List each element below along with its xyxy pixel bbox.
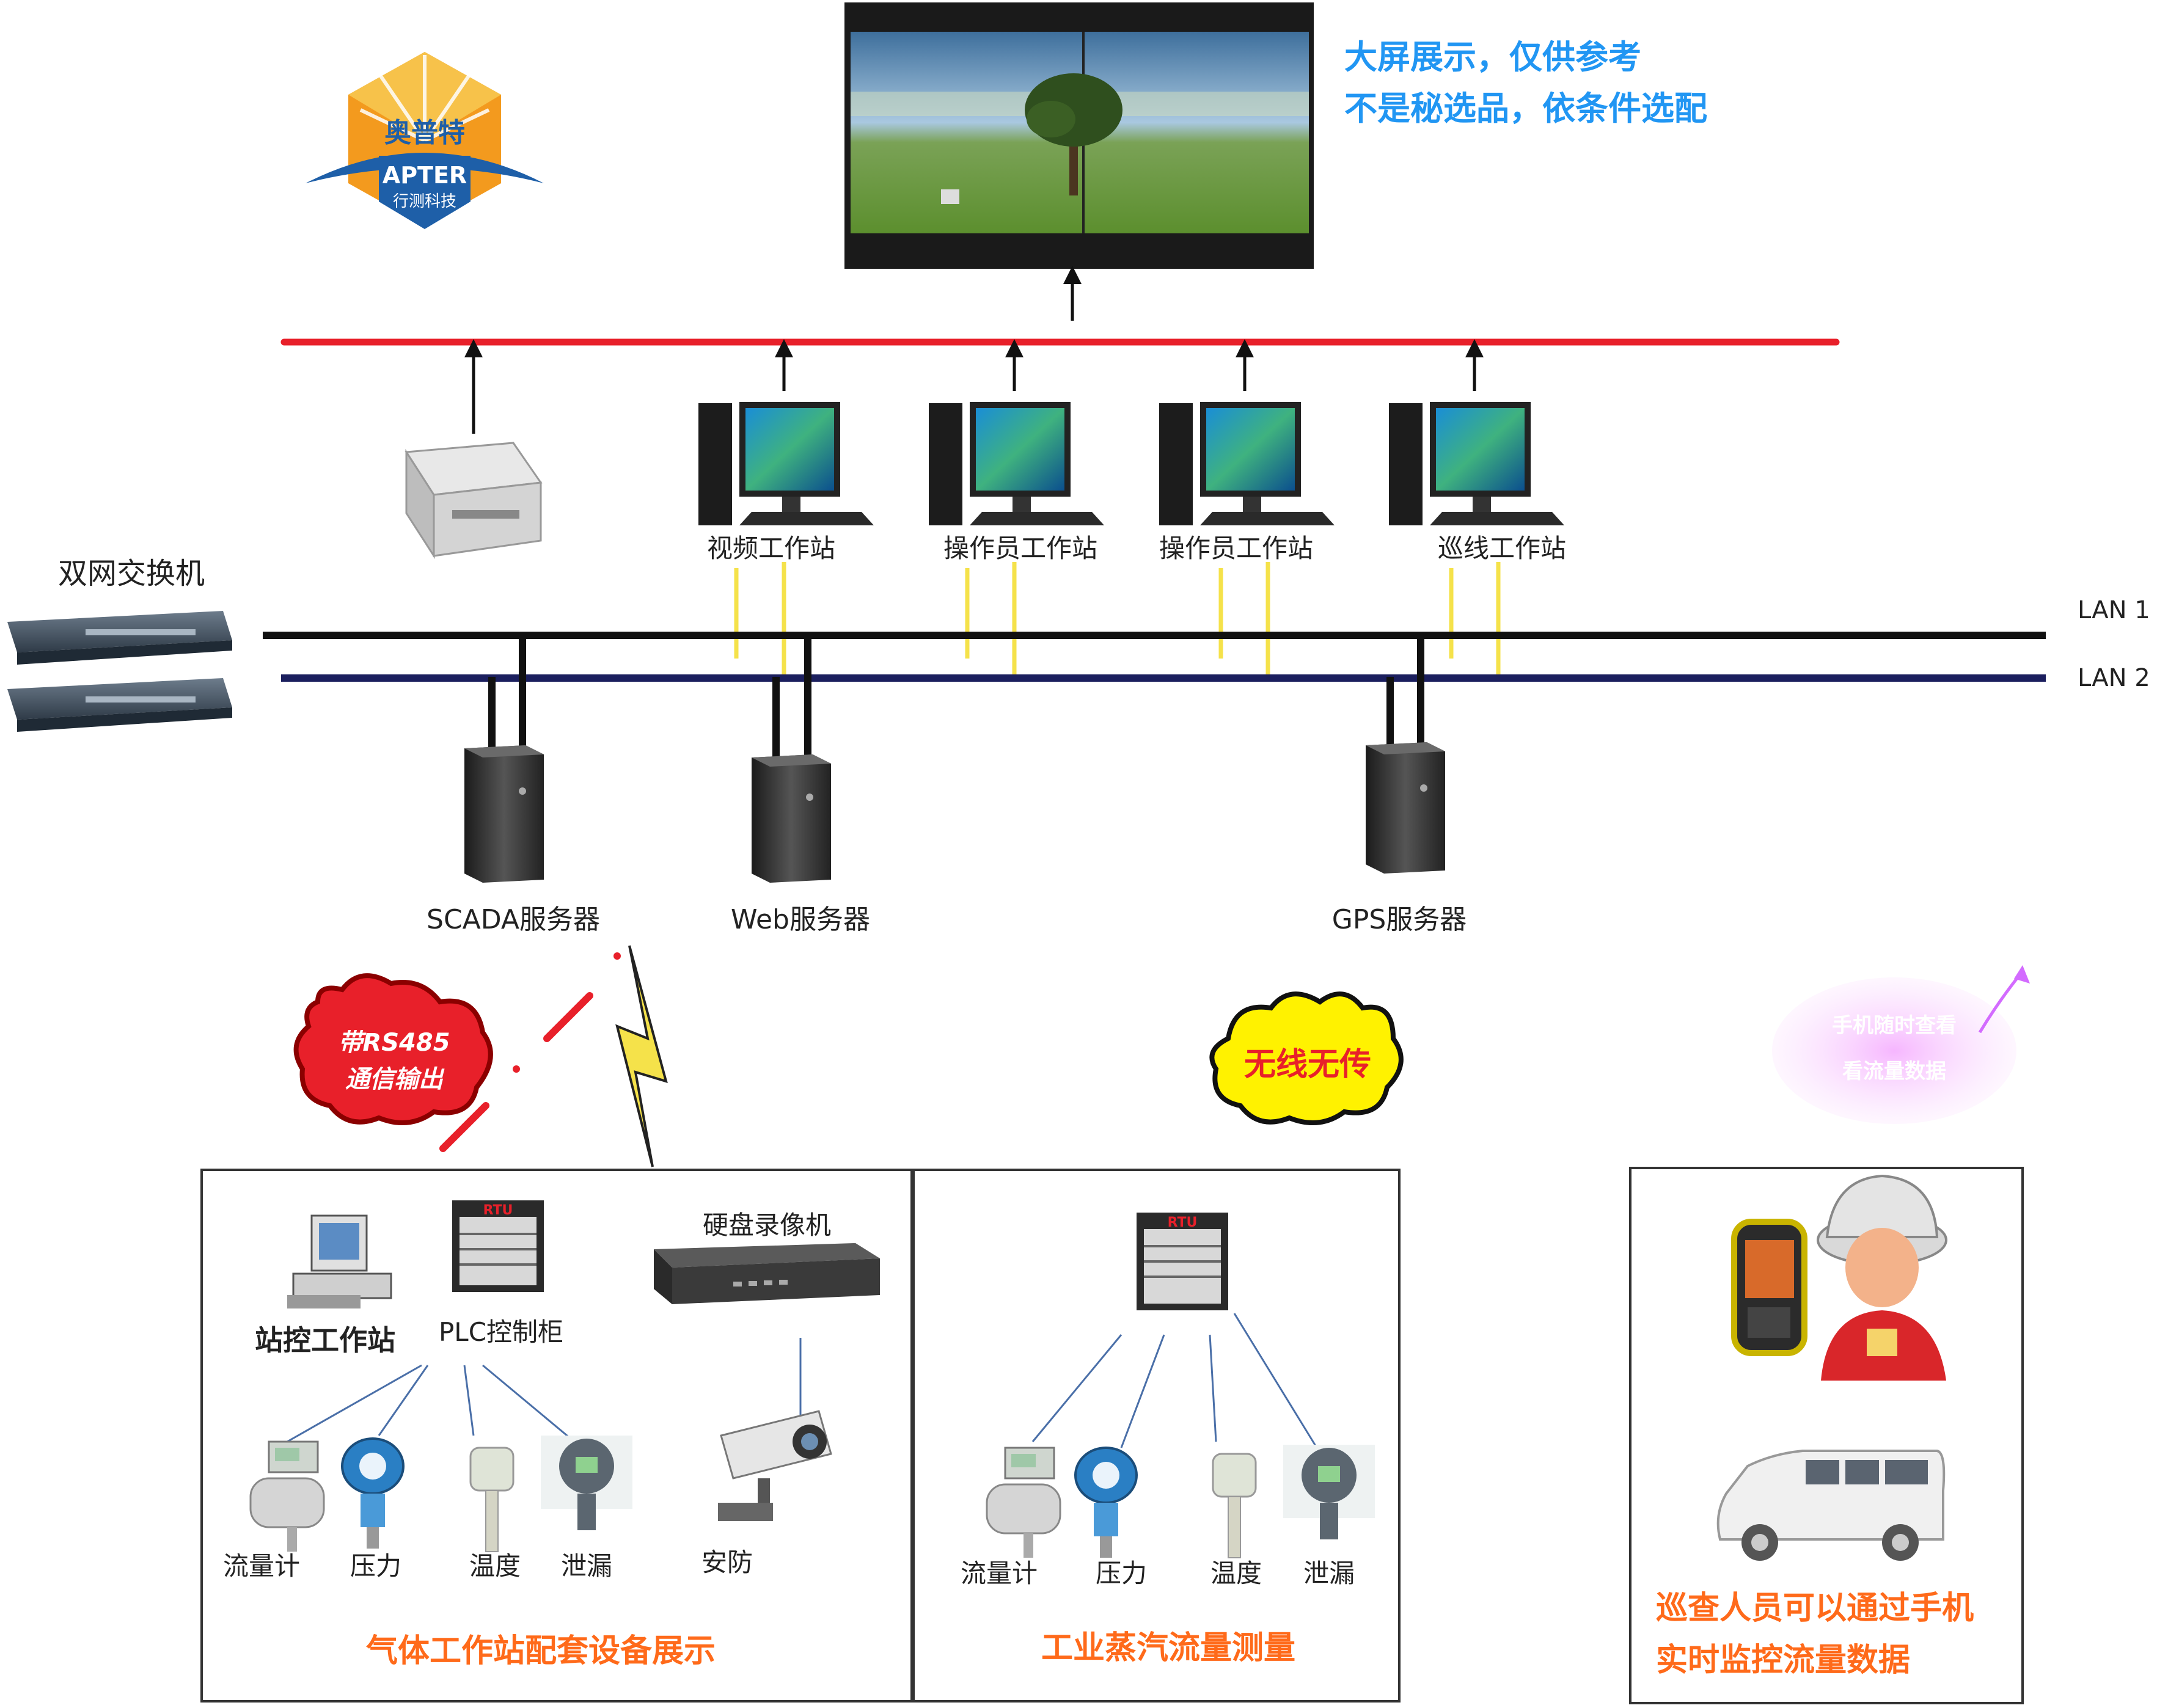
steam-temperature-sensor-icon — [1212, 1453, 1257, 1558]
station-label: 站控工作站 — [255, 1324, 395, 1357]
steam-leak-detector-icon — [1283, 1445, 1375, 1539]
screen-note-line1: 大屏展示，仅供参考 — [1344, 38, 1641, 76]
steam-pressure-transmitter-icon — [1074, 1447, 1138, 1558]
workstation-label: 操作员工作站 — [943, 533, 1097, 563]
server-label: SCADA服务器 — [427, 904, 600, 935]
steam-panel-caption: 工业蒸汽流量测量 — [1041, 1630, 1295, 1666]
steam-rtu-tag: RTU — [1168, 1215, 1198, 1230]
workstation-label: 视频工作站 — [707, 533, 835, 563]
plc-label: PLC控制柜 — [439, 1317, 563, 1347]
rs485-dashed-link — [439, 952, 621, 1152]
rs485-cloud: 带RS485 通信输出 — [293, 973, 493, 1125]
steam-panel-connectors — [1031, 1313, 1318, 1448]
workstation-links — [734, 562, 1501, 678]
rs485-line2: 通信输出 — [345, 1065, 445, 1093]
workstation-3: 操作员工作站 — [1159, 402, 1335, 563]
video-wall-screen — [844, 2, 1314, 269]
plc-rtu-cabinet-icon: RTU — [452, 1200, 544, 1292]
steam-sensor-label: 泄漏 — [1303, 1558, 1355, 1588]
phone-view-bubble: 手机随时查看 看流量数据 — [1772, 965, 2030, 1124]
security-camera-icon — [718, 1410, 832, 1521]
switch-label: 双网交换机 — [58, 557, 205, 591]
wireless-label: 无线无传 — [1244, 1046, 1371, 1083]
nvr-label: 硬盘录像机 — [703, 1210, 831, 1240]
workstation-label: 操作员工作站 — [1159, 533, 1313, 563]
phone-bubble-line1: 手机随时查看 — [1832, 1013, 1957, 1038]
steam-panel-frame — [912, 1169, 1401, 1703]
pressure-transmitter-icon — [341, 1437, 405, 1549]
phone-bubble-line2: 看流量数据 — [1842, 1059, 1946, 1084]
steam-sensor-label: 压力 — [1096, 1558, 1147, 1588]
lightning-bolt-icon — [615, 945, 668, 1167]
station-computer-icon — [287, 1214, 392, 1308]
logo-brand-en: APTER — [383, 162, 467, 189]
leak-detector-icon — [541, 1436, 632, 1530]
server-label: Web服务器 — [731, 904, 870, 935]
handheld-gps-phone-icon — [1731, 1219, 1807, 1356]
nvr-recorder-icon — [654, 1243, 880, 1304]
gas-sensor-label: 压力 — [350, 1551, 401, 1581]
gas-panel-caption: 气体工作站配套设备展示 — [366, 1633, 716, 1670]
flowmeter-icon — [249, 1440, 325, 1552]
logo-brand-cn: 奥普特 — [384, 117, 465, 148]
plc-rtu-tag: RTU — [483, 1203, 513, 1218]
workstation-label: 巡线工作站 — [1438, 533, 1566, 563]
workstation-2: 操作员工作站 — [929, 402, 1104, 563]
steam-flowmeter-icon — [986, 1447, 1061, 1558]
dual-network-switch-icon — [7, 611, 232, 732]
lan1-label: LAN 1 — [2078, 596, 2150, 624]
patrol-note-line2: 实时监控流量数据 — [1656, 1642, 1910, 1679]
steam-sensor-label: 温度 — [1210, 1558, 1262, 1588]
patrol-vehicle-icon — [1716, 1450, 1946, 1561]
patrol-note-line1: 巡查人员可以通过手机 — [1656, 1590, 1974, 1627]
screen-note-line2: 不是秘选品，依条件选配 — [1344, 89, 1707, 128]
gps-server: GPS服务器 — [1332, 742, 1467, 935]
gas-sensor-label: 泄漏 — [561, 1551, 612, 1581]
workstation-1: 视频工作站 — [698, 402, 874, 563]
company-logo: 奥普特 APTER 行测科技 — [306, 52, 544, 229]
server-label: GPS服务器 — [1332, 904, 1467, 935]
gas-panel-connectors — [287, 1338, 802, 1443]
gas-panel-frame — [200, 1169, 913, 1703]
logo-subtitle: 行测科技 — [393, 192, 456, 211]
scada-server: SCADA服务器 — [427, 745, 600, 935]
server-links — [488, 638, 1424, 770]
wireless-cloud: 无线无传 — [1209, 991, 1404, 1125]
steam-sensor-label: 流量计 — [961, 1558, 1038, 1588]
printer-icon — [405, 442, 543, 560]
gas-sensor-label: 温度 — [469, 1551, 521, 1581]
web-server: Web服务器 — [731, 754, 870, 935]
rs485-line1: 带RS485 — [338, 1029, 450, 1057]
lan2-label: LAN 2 — [2078, 664, 2150, 692]
gas-sensor-label: 流量计 — [223, 1551, 300, 1581]
security-label: 安防 — [701, 1547, 753, 1577]
temperature-sensor-icon — [469, 1447, 515, 1552]
patrol-panel-frame — [1629, 1167, 2024, 1704]
patrol-worker-avatar — [1817, 1174, 1947, 1381]
steam-rtu-cabinet-icon: RTU — [1137, 1213, 1228, 1310]
workstation-4: 巡线工作站 — [1389, 402, 1566, 563]
bus-arrows — [464, 339, 1484, 434]
